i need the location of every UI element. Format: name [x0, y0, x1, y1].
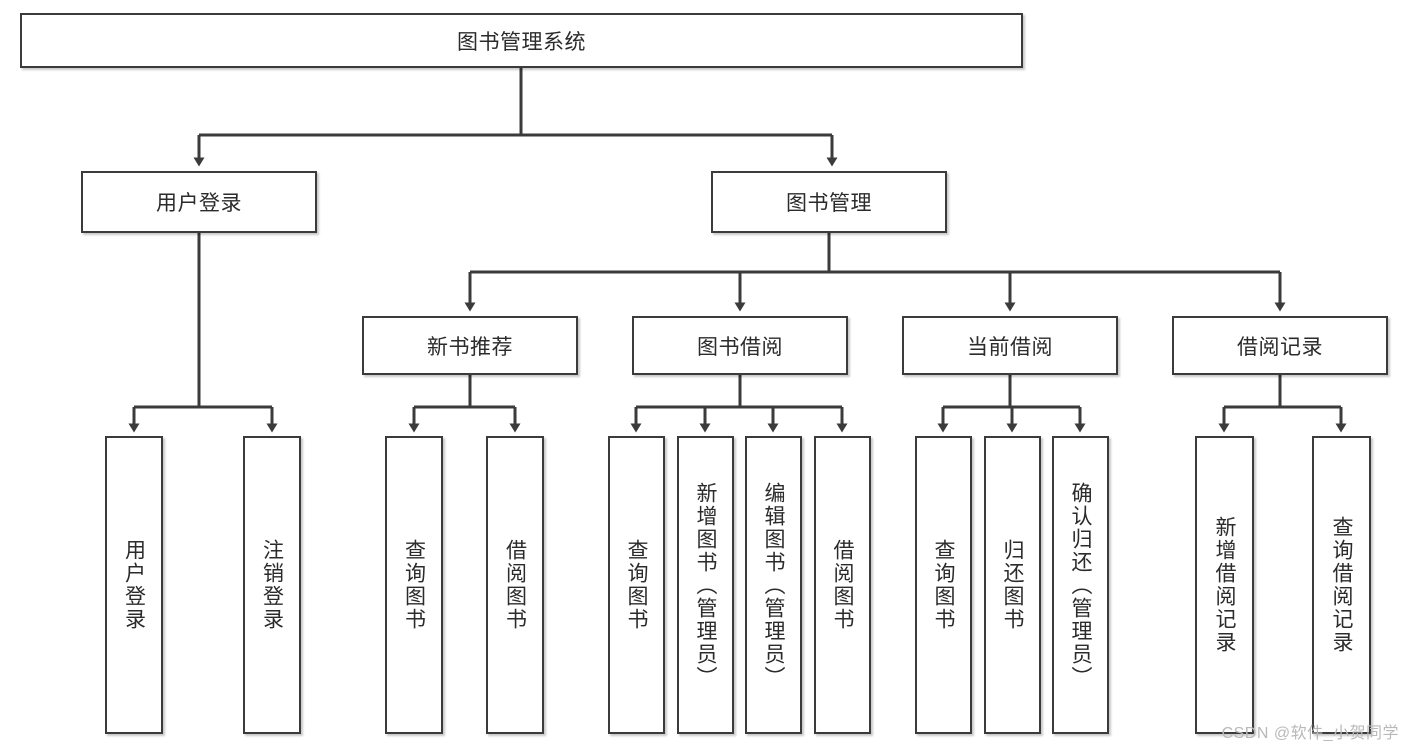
node-leaf-confirm-return-admin[interactable]: 确认归还（管理员） — [1052, 436, 1109, 734]
node-leaf-query-books-borrow-label: 查询图书 — [625, 539, 648, 631]
node-user-login[interactable]: 用户登录 — [81, 171, 317, 233]
node-leaf-edit-book-admin[interactable]: 编辑图书（管理员） — [745, 436, 802, 734]
node-current-borrow[interactable]: 当前借阅 — [902, 316, 1118, 375]
node-leaf-borrow-books-rec[interactable]: 借阅图书 — [486, 436, 544, 734]
node-leaf-borrow-books-rec-label: 借阅图书 — [503, 539, 527, 631]
node-leaf-borrow-book[interactable]: 借阅图书 — [814, 436, 871, 734]
node-current-borrow-label: 当前借阅 — [967, 335, 1053, 359]
node-book-manage-label: 图书管理 — [786, 192, 872, 215]
node-leaf-query-books-rec-label: 查询图书 — [402, 539, 426, 631]
node-leaf-borrow-book-label: 借阅图书 — [831, 539, 854, 631]
node-borrow-record-label: 借阅记录 — [1237, 335, 1323, 359]
node-leaf-add-borrow-record-label: 新增借阅记录 — [1213, 516, 1236, 654]
node-leaf-add-borrow-record[interactable]: 新增借阅记录 — [1195, 436, 1254, 734]
node-new-book-rec-label: 新书推荐 — [427, 335, 513, 359]
node-leaf-add-book-admin-label: 新增图书（管理员） — [694, 481, 717, 689]
node-leaf-confirm-return-admin-label: 确认归还（管理员） — [1069, 481, 1092, 689]
node-book-manage[interactable]: 图书管理 — [711, 171, 947, 233]
node-user-login-label: 用户登录 — [156, 192, 242, 215]
node-leaf-query-books-borrow[interactable]: 查询图书 — [608, 436, 665, 734]
node-leaf-logout-login[interactable]: 注销登录 — [243, 436, 301, 734]
node-leaf-query-books-cur-label: 查询图书 — [932, 539, 955, 631]
node-root-label: 图书管理系统 — [457, 30, 586, 54]
node-leaf-query-borrow-record-label: 查询借阅记录 — [1330, 516, 1353, 654]
node-leaf-query-books-rec[interactable]: 查询图书 — [385, 436, 443, 734]
node-leaf-user-login[interactable]: 用户登录 — [105, 436, 163, 734]
node-leaf-query-books-cur[interactable]: 查询图书 — [915, 436, 972, 734]
node-borrow-record[interactable]: 借阅记录 — [1172, 316, 1388, 375]
node-leaf-add-book-admin[interactable]: 新增图书（管理员） — [677, 436, 734, 734]
node-book-borrow-label: 图书借阅 — [697, 335, 783, 359]
node-new-book-rec[interactable]: 新书推荐 — [362, 316, 578, 375]
node-leaf-query-borrow-record[interactable]: 查询借阅记录 — [1312, 436, 1371, 734]
node-book-borrow[interactable]: 图书借阅 — [632, 316, 848, 375]
csdn-watermark: CSDN @软件_小贺同学 — [1221, 725, 1399, 742]
node-leaf-return-book-label: 归还图书 — [1001, 539, 1024, 631]
node-leaf-edit-book-admin-label: 编辑图书（管理员） — [762, 481, 785, 689]
node-root[interactable]: 图书管理系统 — [20, 13, 1023, 68]
node-leaf-logout-login-label: 注销登录 — [260, 539, 284, 631]
node-leaf-user-login-label: 用户登录 — [122, 539, 146, 631]
node-leaf-return-book[interactable]: 归还图书 — [984, 436, 1041, 734]
